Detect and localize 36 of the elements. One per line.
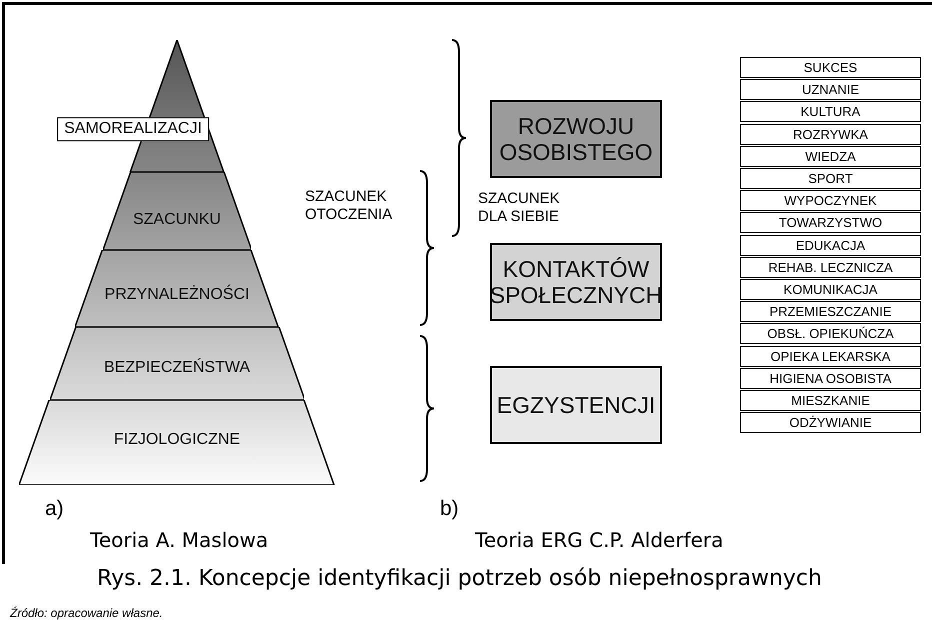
panel-caption: Teoria A. Maslowa [90, 528, 268, 552]
panel-caption: Teoria ERG C.P. Alderfera [475, 528, 724, 552]
need-box: EDUKACJA [740, 234, 921, 256]
need-box: KULTURA [740, 101, 921, 122]
pyramid-level [19, 400, 335, 485]
level-label: PRZYNALEŻNOŚCI [104, 286, 250, 304]
figure-caption: Rys. 2.1. Koncepcje identyfikacji potrzeb osób niepełnosprawnych [97, 566, 822, 591]
category-box: ROZWOJU OSOBISTEGO [490, 100, 662, 178]
pyramid-level [50, 327, 304, 400]
brace-label: SZACUNEK OTOCZENIA [305, 188, 394, 224]
need-box: OPIEKA LEKARSKA [740, 346, 921, 367]
panel-letter: a) [45, 497, 64, 521]
level-label: SZACUNKU [132, 211, 221, 229]
pyramid-level [75, 250, 279, 327]
level-label: BEZPIECZEŃSTWA [104, 359, 250, 377]
need-box: MIESZKANIE [740, 390, 921, 411]
level-label: FIZJOLOGICZNE [114, 431, 240, 449]
need-box: OBSŁ. OPIEKUŃCZA [740, 323, 921, 344]
panel-letter: b) [440, 497, 459, 521]
need-box: WYPOCZYNEK [740, 190, 921, 212]
need-box: SPORT [740, 168, 921, 189]
brace-label: SZACUNEK DLA SIEBIE [478, 190, 561, 226]
need-box: UZNANIE [740, 79, 921, 100]
need-box: SUKCES [740, 57, 921, 78]
source-note: Źródło: opracowanie własne. [10, 606, 163, 620]
need-box: WIEDZA [740, 146, 921, 167]
pyramid-level [102, 172, 252, 250]
need-box: ROZRYWKA [740, 124, 921, 145]
need-box: KOMUNIKACJA [740, 279, 921, 300]
need-box: REHAB. LECZNICZA [740, 256, 921, 278]
level-label: SAMOREALIZACJI [57, 117, 209, 141]
need-box: ODŻYWIANIE [740, 412, 921, 434]
need-box: HIGIENA OSOBISTA [740, 368, 921, 389]
need-box: TOWARZYSTWO [740, 212, 921, 234]
need-box: PRZEMIESZCZANIE [740, 301, 921, 322]
category-box: EGZYSTENCJI [490, 366, 662, 444]
